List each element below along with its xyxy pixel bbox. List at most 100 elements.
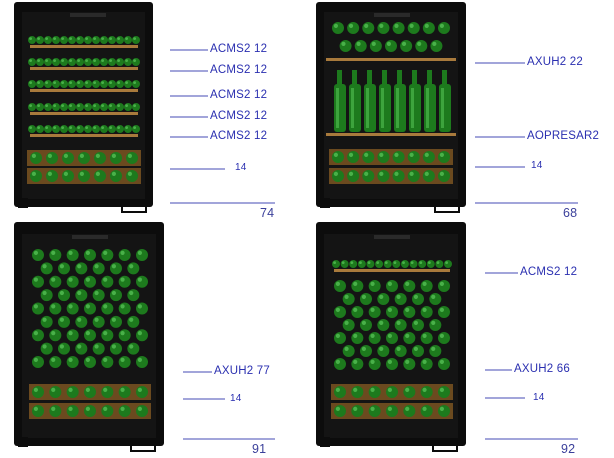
bottle <box>438 386 450 398</box>
bottle <box>46 152 58 164</box>
bottle <box>116 80 124 88</box>
drawer <box>29 403 151 419</box>
bottle <box>36 103 44 111</box>
bottle <box>334 386 346 398</box>
drawer-label: 14 <box>533 392 545 403</box>
bottle <box>66 386 79 398</box>
bottle <box>58 342 70 355</box>
shelf-bar <box>30 67 138 70</box>
bottle <box>40 262 53 275</box>
bottle <box>100 125 108 133</box>
bottle <box>60 36 68 44</box>
bottle <box>84 329 96 342</box>
bottle <box>386 306 398 318</box>
bottle <box>354 40 367 52</box>
bottle <box>84 275 96 288</box>
bottle <box>412 293 424 305</box>
bottle <box>438 170 450 182</box>
bottle <box>62 152 74 164</box>
bottle <box>136 302 148 315</box>
foot-left <box>18 198 28 208</box>
bottle <box>100 80 108 88</box>
bottle <box>32 405 44 417</box>
bottle <box>68 103 76 111</box>
bottle <box>68 58 76 66</box>
bottle <box>58 289 70 302</box>
bottle <box>44 36 52 44</box>
bottle <box>116 58 124 66</box>
bottle <box>136 249 148 261</box>
bottle <box>420 358 433 370</box>
bottle <box>407 170 420 182</box>
door-handle <box>432 442 458 452</box>
bottle <box>377 170 390 182</box>
bottle <box>420 405 433 417</box>
bottle <box>118 275 131 288</box>
bottle <box>60 58 68 66</box>
bottle <box>76 58 84 66</box>
total-bottles: 92 <box>561 442 576 456</box>
control-panel <box>72 235 108 239</box>
bottle <box>124 58 132 66</box>
shelf-label: ACMS2 12 <box>210 43 268 55</box>
bottle <box>429 293 442 305</box>
control-panel <box>374 13 410 17</box>
bottle <box>92 262 105 275</box>
standing-bottles <box>326 70 456 136</box>
bottle <box>339 40 352 52</box>
standing-bottle <box>439 84 451 132</box>
bottle <box>124 36 132 44</box>
bottle <box>351 358 364 370</box>
bottle <box>49 356 62 368</box>
bottle <box>62 170 74 182</box>
bottle <box>58 315 70 328</box>
bottle <box>52 36 60 44</box>
bottle <box>377 345 390 357</box>
bottle <box>84 80 92 88</box>
bottle <box>68 36 76 44</box>
bottle <box>124 125 132 133</box>
bottle <box>429 319 442 331</box>
standing-bottle <box>364 84 376 132</box>
shelf-label: ACMS2 12 <box>210 110 268 122</box>
bottle <box>420 280 433 292</box>
bottle-grid <box>32 249 148 368</box>
cabinet-body <box>316 222 466 446</box>
sliding-shelves <box>28 36 140 137</box>
bottle <box>392 260 401 268</box>
bottle <box>438 151 450 163</box>
bottle <box>75 289 88 302</box>
bottle <box>430 40 443 52</box>
bottle <box>60 103 68 111</box>
bottle <box>52 125 60 133</box>
bottle <box>60 125 68 133</box>
bottle-neck <box>382 70 387 86</box>
bottle <box>347 22 360 34</box>
control-panel <box>70 13 106 17</box>
shelf-bar <box>30 45 138 48</box>
sliding-shelves <box>332 260 452 272</box>
shelf-label: ACMS2 12 <box>210 130 268 142</box>
bottle <box>66 275 79 288</box>
bottle <box>30 152 42 164</box>
bottle <box>357 260 366 268</box>
bottle <box>409 260 418 268</box>
bottle <box>110 262 122 275</box>
bottle <box>400 260 409 268</box>
bottle <box>383 260 392 268</box>
bottle <box>32 386 44 398</box>
bottle <box>49 386 62 398</box>
shelf-label: ACMS2 12 <box>210 89 268 101</box>
bottle <box>342 319 355 331</box>
bottle <box>49 329 62 342</box>
bottle <box>28 36 36 44</box>
bottle <box>118 405 131 417</box>
bottle <box>368 332 381 344</box>
bottle <box>351 306 364 318</box>
bottle <box>46 170 58 182</box>
bottle <box>351 405 364 417</box>
bottle <box>132 125 140 133</box>
bottle <box>32 356 44 368</box>
bottle-neck <box>427 70 432 86</box>
